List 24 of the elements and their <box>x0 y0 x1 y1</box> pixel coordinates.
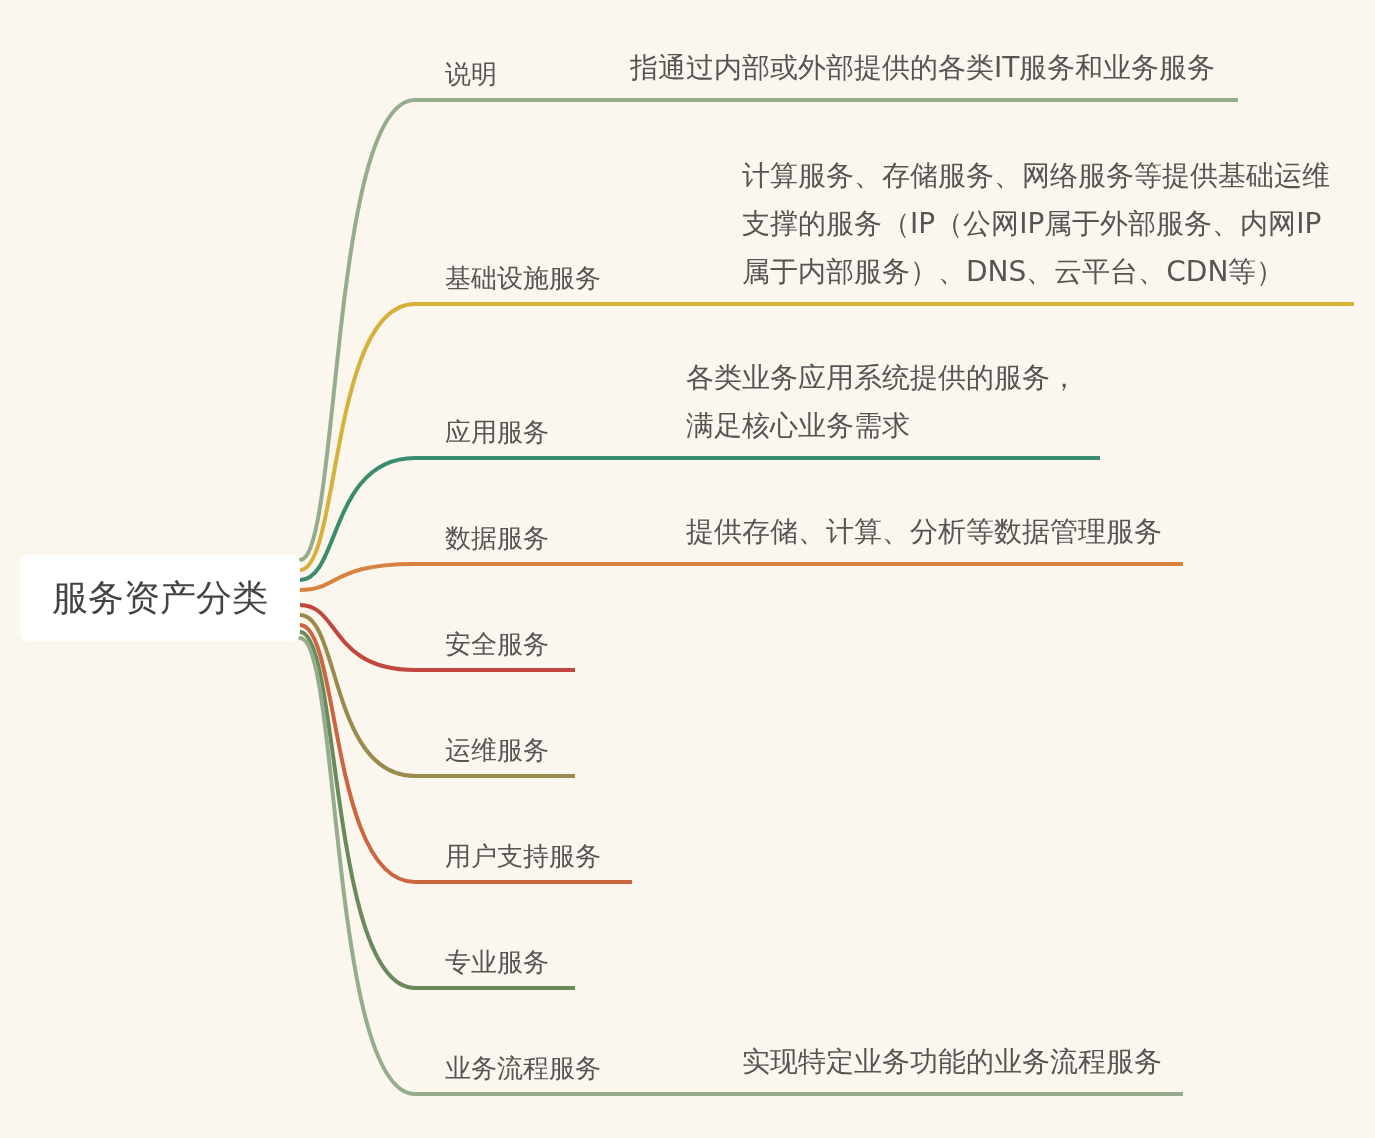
topic-description: 提供存储、计算、分析等数据管理服务 <box>686 514 1163 550</box>
branch-connector <box>298 98 417 562</box>
topic-description: 实现特定业务功能的业务流程服务 <box>742 1044 1163 1080</box>
branch-connector <box>298 630 417 990</box>
branch-connector <box>298 302 417 572</box>
branch-connector <box>298 603 417 672</box>
topic-description: 各类业务应用系统提供的服务，满足核心业务需求 <box>686 360 1079 444</box>
branch-connector <box>298 613 417 778</box>
branch-connector <box>298 636 417 1096</box>
branch-connector <box>298 562 417 592</box>
topic-label: 业务流程服务 <box>445 1052 601 1085</box>
topic-label: 基础设施服务 <box>445 262 601 295</box>
topic-label: 应用服务 <box>445 416 549 449</box>
topic-label: 安全服务 <box>445 628 549 661</box>
topic-label: 数据服务 <box>445 522 549 555</box>
topic-label: 用户支持服务 <box>445 840 601 873</box>
central-topic-box: 服务资产分类 <box>20 555 300 641</box>
topic-description: 计算服务、存储服务、网络服务等提供基础运维支撑的服务（IP（公网IP属于外部服务、内网IP属于内部服务）、DNS、云平台、CDN等） <box>742 158 1331 290</box>
topic-label: 运维服务 <box>445 734 549 767</box>
branch-connector <box>298 623 417 884</box>
branch-connector <box>298 456 417 582</box>
topic-label: 说明 <box>445 58 497 91</box>
topic-label: 专业服务 <box>445 946 549 979</box>
topic-description: 指通过内部或外部提供的各类IT服务和业务服务 <box>630 50 1217 86</box>
